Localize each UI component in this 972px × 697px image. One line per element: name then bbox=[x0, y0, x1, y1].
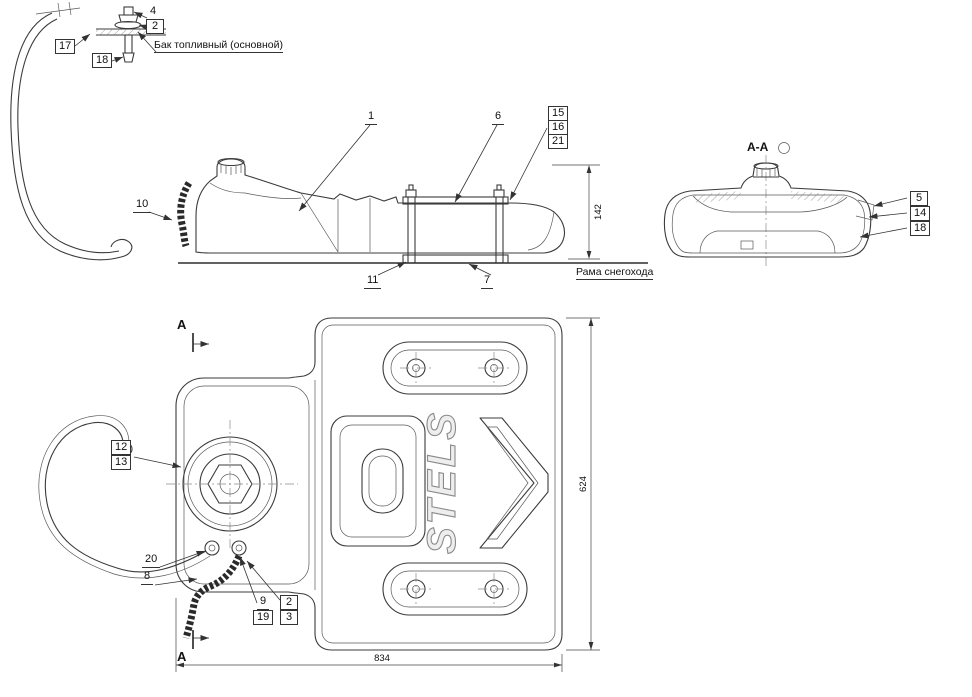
dim-142: 142 bbox=[593, 204, 604, 220]
callout-10: 10 bbox=[133, 198, 152, 213]
plan-dimensions: 834 624 bbox=[175, 317, 600, 672]
callout-2-plan: 2 bbox=[280, 595, 298, 610]
callout-18: 18 bbox=[92, 53, 113, 68]
callout-3: 3 bbox=[280, 610, 298, 625]
callout-11: 11 bbox=[364, 274, 382, 289]
dim-834: 834 bbox=[374, 653, 390, 664]
callout-9: 9 bbox=[257, 595, 270, 610]
callout-21: 21 bbox=[548, 134, 569, 149]
callout-8: 8 bbox=[141, 570, 154, 585]
callout-17: 17 bbox=[55, 39, 76, 54]
label-fuel-tank-main: Бак топливный (основной) bbox=[154, 39, 283, 53]
side-view-art bbox=[177, 157, 648, 264]
brand-logo: STELS bbox=[420, 410, 464, 554]
section-view-title: А-А bbox=[747, 140, 769, 154]
callout-1: 1 bbox=[365, 110, 378, 125]
callout-12: 12 bbox=[111, 440, 132, 455]
callout-5: 5 bbox=[910, 191, 928, 206]
callout-14: 14 bbox=[910, 206, 931, 221]
section-mark-a-top: А bbox=[177, 317, 187, 332]
plan-view-art: STELS bbox=[38, 317, 563, 651]
section-view-art bbox=[663, 142, 875, 266]
callout-20: 20 bbox=[142, 553, 161, 568]
callout-13: 13 bbox=[111, 455, 132, 470]
detail-view-art bbox=[10, 1, 166, 261]
side-view-dimension: 142 bbox=[552, 164, 604, 260]
callout-16: 16 bbox=[548, 120, 569, 135]
callout-6: 6 bbox=[492, 110, 505, 125]
leader-lines bbox=[74, 11, 908, 604]
section-scale-circle bbox=[778, 142, 790, 154]
callout-19: 19 bbox=[253, 610, 274, 625]
callout-2: 2 bbox=[146, 19, 164, 34]
section-mark-a-bottom: А bbox=[177, 649, 187, 664]
callout-15: 15 bbox=[548, 106, 569, 121]
label-snowmobile-frame: Рама снегохода bbox=[576, 266, 654, 280]
callout-7: 7 bbox=[481, 274, 494, 289]
dim-624: 624 bbox=[578, 476, 589, 492]
callout-18-section: 18 bbox=[910, 221, 931, 236]
callout-4: 4 bbox=[147, 5, 160, 20]
